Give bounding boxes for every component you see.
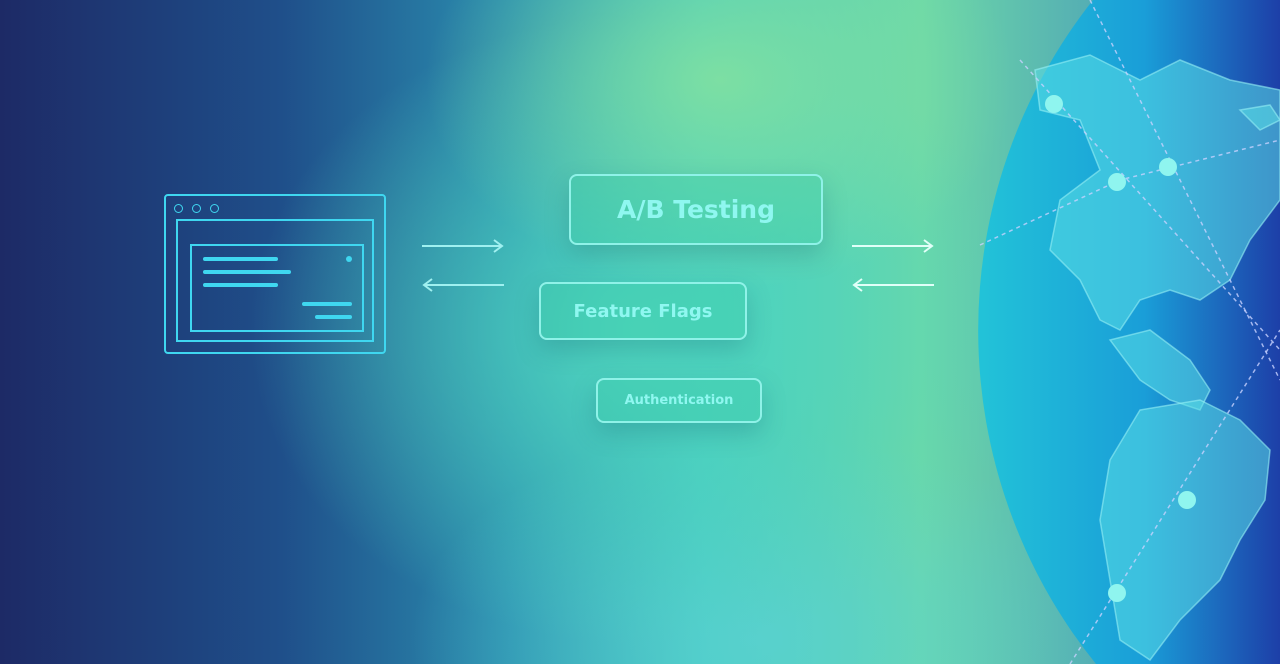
text-line (203, 270, 291, 274)
browser-window-icon (164, 194, 386, 354)
authentication-label: Authentication (624, 393, 734, 408)
authentication-box: Authentication (596, 378, 762, 423)
feature-flags-label: Feature Flags (573, 300, 713, 322)
window-dot-icon (210, 204, 219, 213)
arrow-right-icon (422, 239, 504, 253)
feature-flags-box: Feature Flags (539, 282, 747, 340)
text-line (203, 283, 278, 287)
text-line (315, 315, 352, 319)
window-frame (176, 219, 374, 342)
window-dot-icon (174, 204, 183, 213)
status-dot-icon (346, 256, 352, 262)
arrow-left-icon (422, 278, 504, 292)
text-line (203, 257, 278, 261)
arrow-right-icon (852, 239, 934, 253)
ab-testing-box: A/B Testing (569, 174, 823, 245)
window-content-panel (190, 244, 364, 332)
window-dot-icon (192, 204, 201, 213)
text-line (302, 302, 352, 306)
ab-testing-label: A/B Testing (616, 195, 776, 224)
arrow-left-icon (852, 278, 934, 292)
